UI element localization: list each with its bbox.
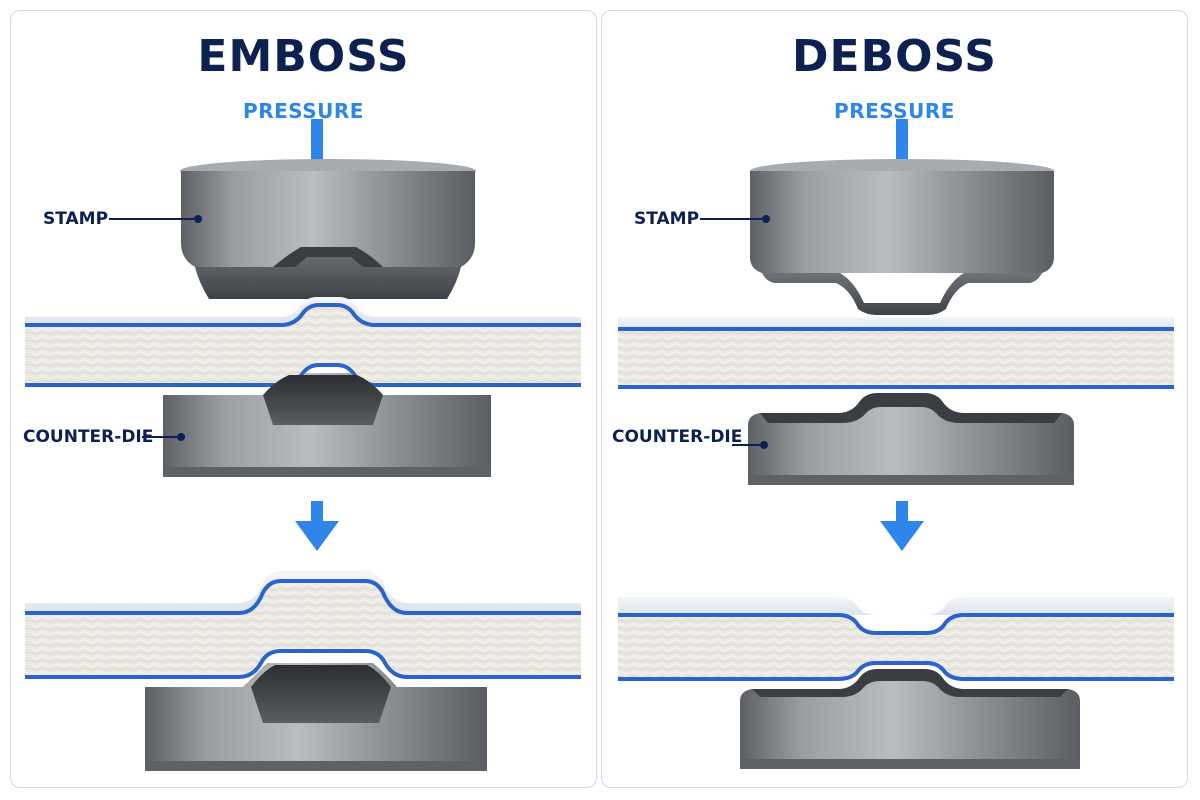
emboss-title: EMBOSS <box>197 31 410 82</box>
emboss-stamp-label: STAMP <box>43 209 109 229</box>
deboss-result-arrow-icon <box>880 501 924 551</box>
deboss-counter-die <box>748 393 1074 485</box>
deboss-paper-sheet <box>618 317 1174 389</box>
emboss-stamp <box>180 159 476 299</box>
deboss-result-paper <box>618 597 1174 681</box>
deboss-illustration <box>618 119 1174 769</box>
deboss-stamp <box>750 159 1054 315</box>
emboss-result-arrow-icon <box>295 501 339 551</box>
emboss-pressure-label: PRESSURE <box>243 99 364 123</box>
deboss-counter-die-label: COUNTER-DIE <box>612 427 743 447</box>
deboss-panel: DEBOSS PRESSURE STAMP COUNTER-DIE <box>601 10 1188 788</box>
emboss-paper-sheet <box>25 297 581 387</box>
emboss-result-paper <box>25 571 581 679</box>
deboss-title: DEBOSS <box>792 31 997 82</box>
deboss-result-counter-die <box>740 669 1080 769</box>
emboss-illustration <box>25 119 581 771</box>
emboss-counter-die-label: COUNTER-DIE <box>23 427 154 447</box>
deboss-pressure-label: PRESSURE <box>834 99 955 123</box>
emboss-panel: EMBOSS PRESSURE STAMP COUNTER-DIE <box>10 10 597 788</box>
emboss-result-counter-die <box>145 663 487 771</box>
deboss-stamp-label: STAMP <box>634 209 700 229</box>
emboss-counter-die <box>163 373 491 477</box>
